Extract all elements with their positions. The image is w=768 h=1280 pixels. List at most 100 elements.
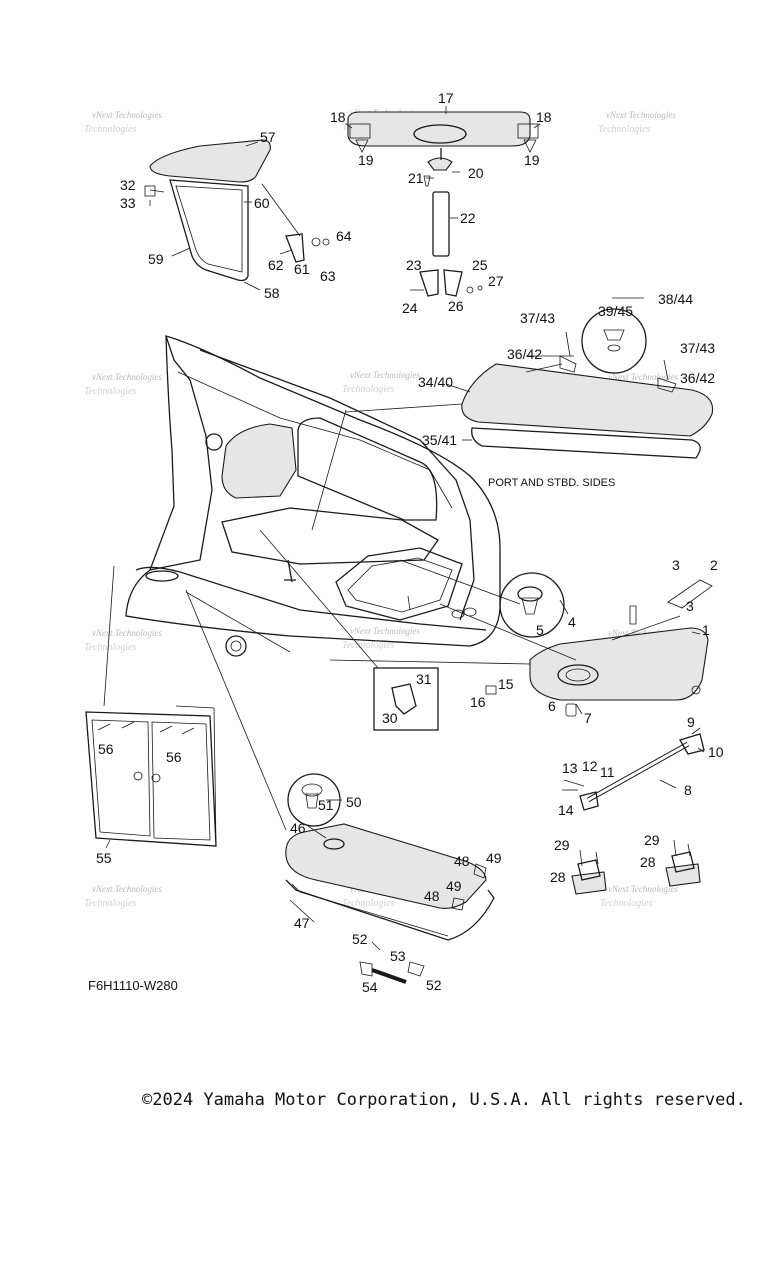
- callout: 62: [268, 257, 284, 273]
- callout: 28: [640, 854, 656, 870]
- latches-drawing: [571, 839, 701, 895]
- callout: 37/43: [520, 310, 555, 326]
- callout: 9: [687, 714, 695, 730]
- watermark: Technologies: [84, 642, 137, 653]
- callout: 13: [562, 760, 578, 776]
- callout: 51: [318, 797, 334, 813]
- callout: 49: [486, 850, 502, 866]
- callout: 1: [702, 622, 710, 638]
- callout: 25: [472, 257, 488, 273]
- copyright-notice: ©2024 Yamaha Motor Corporation, U.S.A. A…: [142, 1090, 746, 1110]
- callout: 20: [468, 165, 484, 181]
- watermark: vNext Technologies: [92, 110, 162, 120]
- callout: 3: [686, 598, 694, 614]
- callout: 54: [362, 979, 378, 995]
- callout: 27: [488, 273, 504, 289]
- side-doors-drawing: [85, 705, 217, 847]
- watermark: vNext Technologies: [92, 628, 162, 638]
- watermark: Technologies: [84, 124, 137, 135]
- callout: 29: [644, 832, 660, 848]
- watermark: vNext Technologies: [350, 626, 420, 636]
- callout: 19: [358, 152, 374, 168]
- callout: 52: [426, 977, 442, 993]
- watermark: Technologies: [84, 898, 137, 909]
- callout: 52: [352, 931, 368, 947]
- callout: 30: [382, 710, 398, 726]
- watermark: vNext Technologies: [608, 628, 678, 638]
- callout: 16: [470, 694, 486, 710]
- leader-lines: [103, 106, 705, 951]
- front-hatch-drawing: [485, 572, 713, 717]
- callout: 48: [424, 888, 440, 904]
- callout: 18: [536, 109, 552, 125]
- callout: 18: [330, 109, 346, 125]
- callout: 11: [600, 764, 615, 780]
- callout: 3: [672, 557, 680, 573]
- side-panel-drawing: [461, 308, 714, 459]
- callout: 15: [498, 676, 514, 692]
- callout: 59: [148, 251, 164, 267]
- callout: 14: [558, 802, 574, 818]
- callout: 46: [290, 820, 306, 836]
- diagram-reference-code: F6H1110-W280: [88, 978, 178, 993]
- callout: 64: [336, 228, 352, 244]
- bracket-box-drawing: [373, 667, 439, 731]
- callout: 34/40: [418, 374, 453, 390]
- gas-strut-drawing: [562, 733, 705, 811]
- watermark: Technologies: [84, 386, 137, 397]
- callout: 8: [684, 782, 692, 798]
- watermark: vNext Technologies: [92, 884, 162, 894]
- callout: 39/45: [598, 303, 633, 319]
- callout-labels: 17 18 18 19 19 20 21 22 23 24 25 26 27 5…: [96, 90, 724, 995]
- callout: 63: [320, 268, 336, 284]
- callout: 36/42: [680, 370, 715, 386]
- callout: 38/44: [658, 291, 693, 307]
- callout: 36/42: [507, 346, 542, 362]
- watermark: vNext Technologies: [608, 372, 678, 382]
- watermark: vNext Technologies: [350, 370, 420, 380]
- watermark: vNext Technologies: [606, 110, 676, 120]
- rear-hatch-drawing: [285, 773, 495, 984]
- watermark: Technologies: [342, 898, 395, 909]
- callout: 2: [710, 557, 718, 573]
- callout: 29: [554, 837, 570, 853]
- callout: 19: [524, 152, 540, 168]
- callout: 5: [536, 622, 544, 638]
- callout: 33: [120, 195, 136, 211]
- watermark: vNext Technologies: [92, 372, 162, 382]
- callout: 31: [416, 671, 432, 687]
- callout: 60: [254, 195, 270, 211]
- callout: 58: [264, 285, 280, 301]
- callout: 26: [448, 298, 464, 314]
- callout: 7: [584, 710, 592, 726]
- callout: 35/41: [422, 432, 457, 448]
- callout: 55: [96, 850, 112, 866]
- callout: 61: [294, 261, 310, 277]
- side-note: PORT AND STBD. SIDES: [488, 477, 615, 489]
- callout: 23: [406, 257, 422, 273]
- callout: 56: [98, 741, 114, 757]
- callout: 10: [708, 744, 724, 760]
- callout: 17: [438, 90, 454, 106]
- callout: 21: [408, 170, 424, 186]
- callout: 57: [260, 129, 276, 145]
- windscreen-drawing: [144, 139, 330, 282]
- handle-assembly-drawing: [347, 111, 539, 297]
- callout: 53: [390, 948, 406, 964]
- callout: 22: [460, 210, 476, 226]
- callout: 32: [120, 177, 136, 193]
- callout: 50: [346, 794, 362, 810]
- watermark: Technologies: [342, 640, 395, 651]
- hull-drawing: [125, 335, 501, 657]
- callout: 56: [166, 749, 182, 765]
- watermark: Technologies: [342, 384, 395, 395]
- callout: 6: [548, 698, 556, 714]
- callout: 12: [582, 758, 598, 774]
- callout: 24: [402, 300, 418, 316]
- callout: 4: [568, 614, 576, 630]
- watermark: Technologies: [600, 898, 653, 909]
- callout: 28: [550, 869, 566, 885]
- callout: 49: [446, 878, 462, 894]
- watermark: Technologies: [598, 124, 651, 135]
